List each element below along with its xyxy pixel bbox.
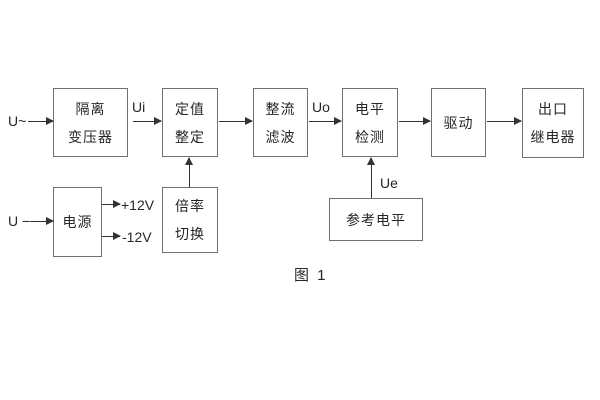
block-drive: 驱动 (431, 88, 486, 157)
label-plus-12v: +12V (121, 197, 155, 213)
arrow-reference-to-level-detect (367, 157, 376, 198)
block-power-supply-label: 电源 (62, 214, 93, 230)
block-setpoint-adjust-label: 定值 整定 (175, 100, 205, 145)
block-output-relay-label: 出口 继电器 (530, 101, 576, 145)
label-minus-12v: -12V (122, 229, 152, 245)
block-isolation-transformer-label: 隔离 变压器 (68, 100, 113, 145)
block-drive-label: 驱动 (443, 114, 474, 131)
label-ui: Ui (132, 99, 146, 115)
block-output-relay: 出口 继电器 (522, 88, 584, 158)
block-multiplier-switch: 倍率 切换 (162, 187, 218, 253)
figure-caption: 图 1 (294, 267, 328, 284)
arrow-multiplier-to-setpoint (185, 157, 194, 187)
arrow-power-to-plus12v (102, 200, 121, 209)
block-rectify-filter-label: 整流 滤波 (265, 100, 296, 145)
block-multiplier-switch-label: 倍率 切换 (175, 198, 205, 242)
block-level-detect-label: 电平 检测 (355, 100, 385, 145)
block-power-supply: 电源 (53, 187, 102, 257)
block-rectify-filter: 整流 滤波 (253, 88, 308, 157)
label-ac-input: U~ (8, 113, 27, 129)
arrow-drive-to-output-relay (487, 117, 522, 126)
label-ue: Ue (380, 175, 398, 191)
arrow-dc-input-to-power (30, 217, 54, 226)
arrow-level-detect-to-drive (399, 117, 431, 126)
label-uo: Uo (312, 99, 330, 115)
block-setpoint-adjust: 定值 整定 (162, 88, 218, 157)
block-isolation-transformer: 隔离 变压器 (53, 88, 128, 157)
arrow-setpoint-to-rectifier (219, 117, 253, 126)
arrow-power-to-minus12v (102, 232, 121, 241)
block-level-detect: 电平 检测 (342, 88, 398, 157)
arrow-ac-input-to-transformer (28, 117, 54, 126)
label-dc-input: U − (8, 213, 31, 229)
arrow-transformer-to-setpoint (133, 117, 162, 126)
block-reference-level: 参考电平 (329, 198, 423, 241)
arrow-rectifier-to-level-detect (309, 117, 342, 126)
block-reference-level-label: 参考电平 (346, 211, 406, 228)
